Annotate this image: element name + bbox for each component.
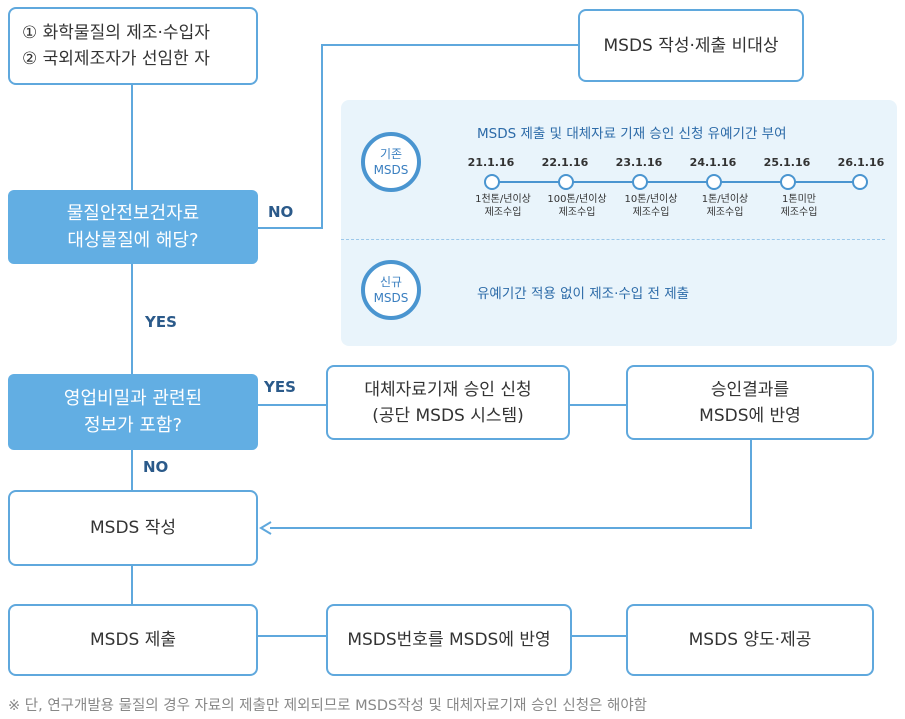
caption-line-2: 제조수입: [706, 207, 744, 218]
timeline-dot: [484, 174, 500, 190]
caption-line-2: 제조수입: [558, 207, 596, 218]
reflect-result-box: 승인결과를 MSDS에 반영: [626, 365, 874, 440]
decision-msds-target: 물질안전보건자료 대상물질에 해당?: [8, 190, 258, 264]
connector-line: [750, 440, 752, 529]
msds-write-box: MSDS 작성: [8, 490, 258, 566]
timeline-dot: [780, 174, 796, 190]
footnote: ※ 단, 연구개발용 물질의 경우 자료의 제출만 제외되므로 MSDS작성 및…: [8, 698, 648, 714]
caption-line-2: 제조수입: [632, 207, 670, 218]
timeline-caption: 1톤/년이상 제조수입: [689, 193, 761, 219]
connector-line: [258, 404, 326, 406]
not-target-box: MSDS 작성·제출 비대상: [578, 9, 804, 82]
reflect-line-2: MSDS에 반영: [699, 405, 801, 426]
yes-label: YES: [145, 313, 177, 331]
timeline-caption: 1톤미만 제조수입: [763, 193, 835, 219]
timeline-caption: 10톤/년이상 제조수입: [615, 193, 687, 219]
timeline-date: 21.1.16: [467, 156, 515, 169]
not-target-label: MSDS 작성·제출 비대상: [603, 35, 779, 56]
manufacturer-box: ① 화학물질의 제조·수입자 ② 국외제조자가 선임한 자: [8, 7, 258, 85]
msds-transfer-box: MSDS 양도·제공: [626, 604, 874, 676]
connector-line: [568, 404, 626, 406]
decision-2-line-1: 영업비밀과 관련된: [63, 388, 203, 409]
timeline-dot: [852, 174, 868, 190]
connector-line: [131, 85, 133, 190]
msds-number-label: MSDS번호를 MSDS에 반영: [347, 630, 551, 650]
msds-write-label: MSDS 작성: [89, 518, 177, 538]
caption-line-1: 1천톤/년이상: [475, 194, 531, 205]
connector-line: [131, 450, 133, 490]
new-msds-text: 유예기간 적용 없이 제조·수입 전 제출: [477, 286, 690, 302]
caption-line-1: 10톤/년이상: [624, 194, 678, 205]
panel-divider: [341, 239, 885, 240]
timeline-caption: 100톤/년이상 제조수입: [541, 193, 613, 219]
timeline-dot: [632, 174, 648, 190]
msds-submit-box: MSDS 제출: [8, 604, 258, 676]
new-badge-line-2: MSDS: [373, 291, 409, 305]
caption-line-2: 제조수입: [780, 207, 818, 218]
connector-line: [131, 566, 133, 604]
timeline-dot: [706, 174, 722, 190]
timeline-line: [491, 181, 859, 183]
caption-line-1: 100톤/년이상: [547, 194, 607, 205]
msds-submit-label: MSDS 제출: [89, 630, 177, 650]
timeline-date: 23.1.16: [615, 156, 663, 169]
existing-badge-line-2: MSDS: [373, 163, 409, 177]
apply-line-1: 대체자료기재 승인 신청: [364, 379, 532, 400]
arrow-head-icon: [259, 521, 272, 535]
decision-1-line-1: 물질안전보건자료: [66, 203, 200, 224]
connector-line: [321, 44, 323, 229]
caption-line-1: 1톤/년이상: [701, 194, 749, 205]
connector-line: [572, 635, 626, 637]
msds-number-box: MSDS번호를 MSDS에 반영: [326, 604, 572, 676]
apply-line-2: (공단 MSDS 시스템): [372, 405, 524, 426]
caption-line-1: 1톤미만: [782, 194, 816, 205]
existing-badge-line-1: 기존: [379, 147, 403, 161]
msds-transfer-label: MSDS 양도·제공: [688, 630, 812, 650]
connector-line: [131, 264, 133, 374]
existing-msds-badge: 기존 MSDS: [361, 132, 421, 192]
no-label: NO: [268, 203, 294, 221]
timeline-date: 26.1.16: [837, 156, 885, 169]
manufacturer-line-1: ① 화학물질의 제조·수입자: [22, 23, 210, 43]
timeline-dot: [558, 174, 574, 190]
grace-period-title: MSDS 제출 및 대체자료 기재 승인 신청 유예기간 부여: [477, 126, 787, 142]
timeline-date: 24.1.16: [689, 156, 737, 169]
manufacturer-line-2: ② 국외제조자가 선임한 자: [22, 49, 210, 69]
decision-1-line-2: 대상물질에 해당?: [67, 230, 199, 251]
yes-label: YES: [264, 378, 296, 396]
connector-line: [258, 635, 326, 637]
decision-trade-secret: 영업비밀과 관련된 정보가 포함?: [8, 374, 258, 450]
timeline-caption: 1천톤/년이상 제조수입: [467, 193, 539, 219]
new-msds-badge: 신규 MSDS: [361, 260, 421, 320]
decision-2-line-2: 정보가 포함?: [83, 415, 183, 436]
grace-period-panel: 기존 MSDS MSDS 제출 및 대체자료 기재 승인 신청 유예기간 부여 …: [341, 100, 897, 346]
connector-line: [270, 527, 752, 529]
connector-line: [321, 44, 579, 46]
new-badge-line-1: 신규: [379, 275, 403, 289]
timeline-date: 22.1.16: [541, 156, 589, 169]
apply-approval-box: 대체자료기재 승인 신청 (공단 MSDS 시스템): [326, 365, 570, 440]
no-label: NO: [143, 458, 169, 476]
caption-line-2: 제조수입: [484, 207, 522, 218]
connector-line: [258, 227, 322, 229]
timeline-date: 25.1.16: [763, 156, 811, 169]
reflect-line-1: 승인결과를: [710, 379, 790, 400]
